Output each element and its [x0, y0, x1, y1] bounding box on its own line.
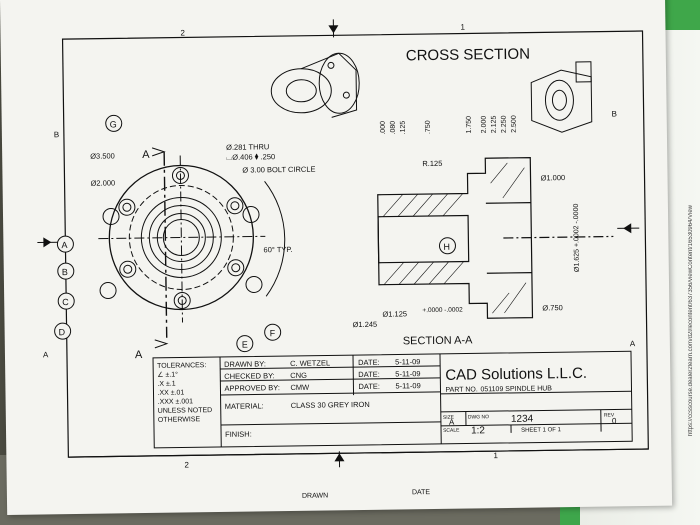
zone-label-a-right: A [630, 339, 636, 348]
ord-080: .080 [390, 121, 397, 135]
balloon-g: G [110, 119, 117, 129]
ord-2250: 2.250 [501, 115, 508, 133]
dim-d3500: Ø3.500 [90, 151, 115, 160]
balloon-c: C [62, 297, 69, 307]
checked-by-value: CNG [290, 371, 307, 380]
balloon-h: H [443, 242, 450, 252]
section-view [377, 157, 614, 319]
dim-r125: R.125 [422, 159, 442, 168]
zone-label-right: B [612, 109, 617, 118]
zone-label-top-right: 1 [460, 23, 465, 32]
ord-2000: 2.000 [481, 116, 488, 134]
section-line [163, 151, 168, 338]
dim-d1245: Ø1.245 [353, 320, 378, 329]
date-3: 5-11-09 [395, 381, 420, 390]
date-2: 5-11-09 [395, 369, 420, 378]
dim-d1125: Ø1.125 [382, 309, 407, 318]
company-name: CAD Solutions L.L.C. [445, 365, 587, 384]
drawn-by-label: DRAWN BY: [224, 359, 266, 369]
scale-value: 1:2 [471, 425, 485, 436]
balloon-b: B [62, 267, 68, 277]
size-label: SIZE [443, 415, 455, 421]
dim-hole-cbore: ⌴Ø.406 ⧫ .250 [226, 152, 275, 162]
rev-value: 0 [612, 416, 617, 425]
zone-label-bottom-right: 1 [493, 451, 498, 460]
balloon-d: D [59, 327, 66, 337]
dim-d1125-tol: +.0000 -.0002 [422, 307, 463, 315]
drawing-sheet: 2 1 B B A A 2 1 A A Ø3.500 Ø [0, 0, 673, 515]
tol-xx: .XX ±.01 [157, 389, 184, 396]
ord-1750: 1.750 [466, 116, 473, 134]
approved-by-value: CMW [290, 383, 310, 392]
tol-angle: ∠ ±.1° [157, 371, 178, 379]
balloon-a: A [61, 240, 67, 250]
dim-bolt-circle: Ø 3.00 BOLT CIRCLE [242, 165, 315, 175]
tol-unless: UNLESS NOTED [158, 407, 213, 415]
section-label: SECTION A-A [403, 334, 474, 347]
bottom-date-label: DATE [412, 489, 431, 496]
dim-d750: Ø.750 [542, 303, 563, 312]
bolt-holes [99, 166, 263, 309]
ordinate-dims-right: 1.750 2.000 2.125 2.250 2.500 [466, 115, 518, 133]
ord-2500: 2.500 [511, 115, 518, 133]
material-label: MATERIAL: [225, 401, 264, 411]
bottom-drawn-label: DRAWN [302, 492, 328, 499]
balloons [54, 114, 456, 353]
tol-header: TOLERANCES: [157, 362, 206, 370]
checked-by-label: CHECKED BY: [224, 371, 275, 381]
cut-label-top: A [142, 149, 150, 161]
tol-xxx: .XXX ±.001 [158, 398, 194, 405]
scale-label: SCALE [443, 428, 460, 434]
section-hatching [382, 162, 527, 314]
tolerance-block: TOLERANCES: ∠ ±.1° .X ±.1 .XX ±.01 .XXX … [157, 362, 212, 424]
material-value: CLASS 30 GREY IRON [291, 400, 370, 410]
part-no-value: 051109 SPINDLE HUB [480, 385, 552, 393]
ordinate-dims-left: .000 .080 .125 .750 [380, 120, 432, 134]
part-no-label: PART NO. [445, 386, 477, 393]
dwg-no-label: DWG NO [468, 414, 489, 420]
isometric-view [270, 52, 360, 118]
zone-label-top-left: 2 [180, 28, 185, 37]
size-value: A [449, 418, 455, 427]
dim-d2000: Ø2.000 [91, 178, 116, 187]
tol-otherwise: OTHERWISE [158, 416, 201, 424]
browser-url-text: https://ccsscourse.dealer2learn.com/d2l/… [688, 205, 694, 437]
angle-arc [264, 181, 286, 297]
zone-label-left: B [54, 130, 59, 139]
title-block-frame [152, 350, 633, 449]
date-label-2: DATE: [358, 370, 380, 379]
dim-d1625: Ø1.625 +.0002 -.0000 [573, 204, 581, 273]
approved-by-label: APPROVED BY: [224, 383, 280, 393]
drawing-canvas: 2 1 B B A A 2 1 A A Ø3.500 Ø [37, 19, 649, 500]
dim-hole-thru: Ø.281 THRU [226, 142, 269, 152]
drawn-by-value: C. WETZEL [290, 358, 330, 368]
dwg-no-value: 1234 [511, 414, 534, 425]
sheet-label: SHEET 1 OF 1 [521, 427, 562, 434]
dim-angle: 60° TYP. [263, 245, 292, 254]
finish-label: FINISH: [225, 430, 252, 439]
dim-d1000: Ø1.000 [540, 173, 565, 182]
date-1: 5-11-09 [395, 357, 420, 366]
cut-label-bottom: A [135, 349, 143, 361]
cross-section-title: CROSS SECTION [406, 46, 530, 65]
tol-x: .X ±.1 [157, 381, 175, 388]
ord-750: .750 [425, 120, 432, 134]
cross-section-iso [530, 61, 593, 133]
ord-2125: 2.125 [491, 115, 498, 133]
ord-000: .000 [380, 121, 387, 135]
ord-125: .125 [400, 121, 407, 135]
zone-label-a-left: A [43, 350, 49, 359]
balloon-f: F [270, 328, 276, 338]
balloon-e: E [242, 340, 248, 350]
date-label-3: DATE: [358, 382, 380, 391]
zone-label-bottom-left: 2 [184, 460, 189, 469]
rev-label: REV [604, 412, 615, 418]
date-label-1: DATE: [358, 358, 380, 367]
